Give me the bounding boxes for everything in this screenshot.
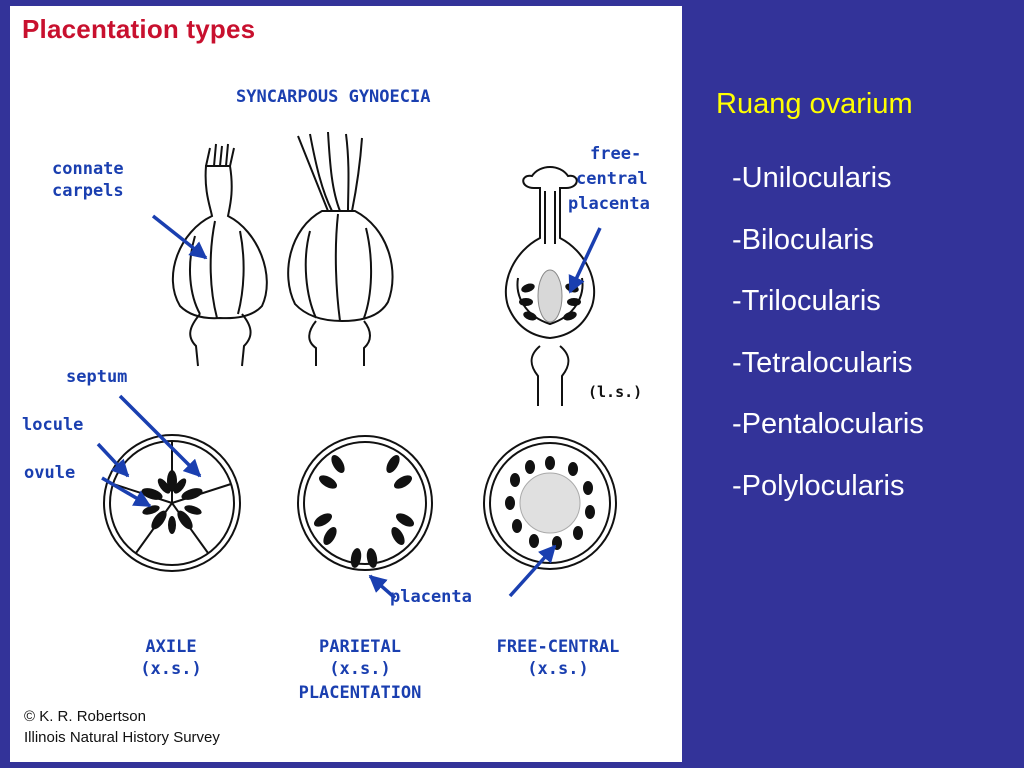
caption-parietal: PARIETAL: [319, 637, 401, 657]
label-connate: connate: [52, 159, 124, 179]
free-central-ls-placenta: [537, 269, 563, 323]
caption-free-central: FREE-CENTRAL: [496, 637, 620, 657]
list-item: -Polylocularis: [732, 469, 905, 502]
caption-axile: AXILE: [145, 637, 197, 657]
placentation-diagram: [96, 131, 617, 600]
side-heading: Ruang ovarium: [716, 88, 913, 120]
pointer-arrows: [96, 214, 602, 600]
label-placenta-top: placenta: [568, 194, 650, 214]
axile-cross-section: [103, 434, 241, 572]
label-locule: locule: [22, 415, 84, 435]
pistil-free-central-ls: [504, 166, 596, 406]
label-ls: (l.s.): [588, 383, 643, 401]
label-septum: septum: [66, 367, 128, 387]
caption-free-central-xs: (x.s.): [527, 659, 589, 679]
label-carpels: carpels: [52, 181, 124, 201]
placentation-figure: Placentation types SYNCARPOUS GYNOECIA c…: [10, 6, 682, 762]
label-central: central: [576, 169, 648, 189]
pistil-syncarpous: [287, 131, 394, 366]
credit-line-1: © K. R. Robertson: [24, 708, 146, 725]
label-free: free-: [590, 144, 642, 164]
figure-title: Placentation types: [22, 14, 256, 44]
pistil-connate-carpels: [171, 143, 268, 367]
credit-line-2: Illinois Natural History Survey: [24, 729, 220, 746]
list-item: -Trilocularis: [732, 285, 881, 317]
label-placenta-bottom: placenta: [390, 587, 472, 607]
parietal-ovules: [313, 454, 415, 568]
list-item: -Pentalocularis: [732, 408, 924, 440]
list-item: -Tetralocularis: [732, 346, 913, 379]
label-ovule: ovule: [24, 463, 76, 483]
caption-parietal-xs: (x.s.): [329, 659, 391, 679]
caption-placentation: PLACENTATION: [298, 683, 422, 703]
list-item: -Unilocularis: [732, 162, 892, 194]
free-central-xs-placenta: [519, 472, 581, 534]
free-central-xs-ovules: [505, 456, 595, 550]
caption-axile-xs: (x.s.): [140, 659, 202, 679]
list-item: -Bilocularis: [732, 223, 874, 256]
credit: © K. R. Robertson Illinois Natural Histo…: [24, 706, 220, 748]
parietal-cross-section: [297, 435, 433, 571]
locule-count-list: -Unilocularis -Bilocularis -Trilocularis…: [732, 160, 924, 529]
figure-subtitle: SYNCARPOUS GYNOECIA: [236, 87, 431, 107]
